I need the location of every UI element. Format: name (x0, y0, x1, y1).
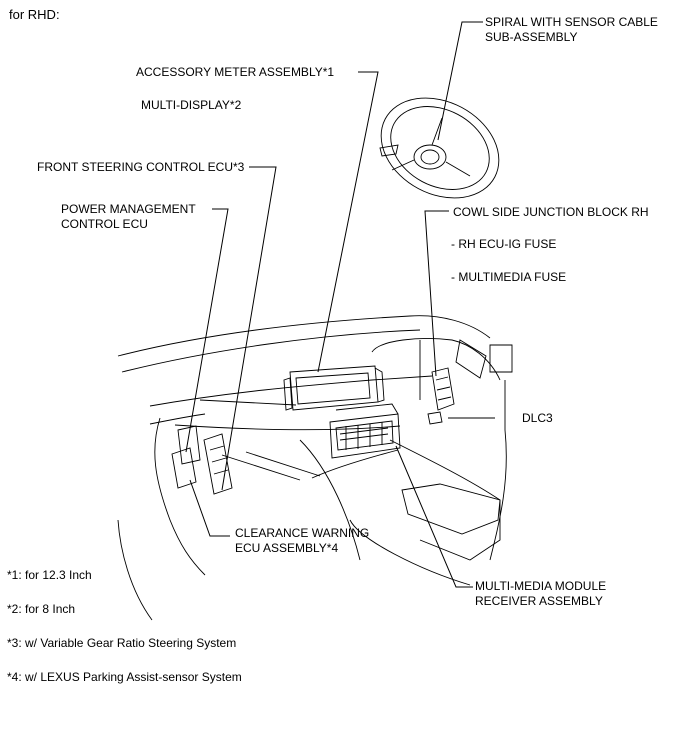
label-front-steering-ecu: FRONT STEERING CONTROL ECU*3 (37, 160, 245, 174)
steering-wheel-illustration (379, 97, 500, 199)
label-power-management-line1: POWER MANAGEMENT (61, 202, 196, 216)
label-multimedia-fuse: - MULTIMEDIA FUSE (451, 270, 567, 284)
label-spiral-cable: SPIRAL WITH SENSOR CABLE SUB-ASSEMBLY (485, 15, 658, 45)
footnote: *2: for 8 Inch (7, 602, 76, 616)
label-rh-ecu-ig-fuse: - RH ECU-IG FUSE (451, 237, 557, 251)
leader-lines (185, 21, 495, 588)
label-power-management-line2: CONTROL ECU (61, 217, 148, 231)
dlc3-connector (427, 411, 443, 425)
label-accessory-meter: ACCESSORY METER ASSEMBLY*1 (136, 65, 335, 79)
footnote: *3: w/ Variable Gear Ratio Steering Syst… (7, 636, 237, 650)
dashboard-outline (117, 315, 513, 621)
label-cowl-side-junction: COWL SIDE JUNCTION BLOCK RH (453, 205, 649, 219)
footnote: *4: w/ LEXUS Parking Assist-sensor Syste… (7, 670, 242, 684)
label-spiral-cable-line2: SUB-ASSEMBLY (485, 30, 578, 44)
label-multimedia-module-line1: MULTI-MEDIA MODULE (475, 579, 607, 593)
meter-display-unit (283, 365, 385, 411)
label-power-management-ecu: POWER MANAGEMENT CONTROL ECU (61, 202, 196, 232)
footnote: *1: for 12.3 Inch (7, 568, 92, 582)
label-multimedia-module-line2: RECEIVER ASSEMBLY (475, 594, 603, 608)
page-title: for RHD: (9, 7, 60, 22)
label-multimedia-module: MULTI-MEDIA MODULE RECEIVER ASSEMBLY (475, 579, 606, 609)
label-multi-display: MULTI-DISPLAY*2 (141, 98, 242, 112)
cowl-junction-block (431, 367, 455, 411)
label-clearance-warning-line2: ECU ASSEMBLY*4 (235, 541, 339, 555)
label-clearance-warning-line1: CLEARANCE WARNING (235, 526, 370, 540)
multimedia-receiver-unit (329, 403, 401, 459)
label-dlc3: DLC3 (522, 411, 553, 425)
label-clearance-warning-ecu: CLEARANCE WARNING ECU ASSEMBLY*4 (235, 526, 369, 556)
label-spiral-cable-line1: SPIRAL WITH SENSOR CABLE (485, 15, 658, 29)
